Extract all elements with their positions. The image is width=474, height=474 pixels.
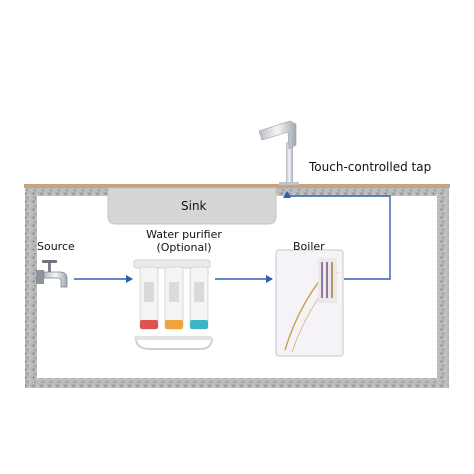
counter-top (24, 184, 450, 188)
label-purifier: Water purifier (Optional) (136, 228, 232, 254)
touch-tap-icon (258, 120, 299, 185)
label-purifier-line2: (Optional) (156, 241, 212, 254)
flow-arrow-boiler-to-tap (287, 195, 391, 280)
label-tap: Touch-controlled tap (309, 160, 432, 174)
label-purifier-line1: Water purifier (146, 228, 222, 241)
cabinet-interior (37, 196, 437, 378)
faucet-icon (36, 260, 68, 288)
boiler-icon (275, 249, 344, 357)
sink-basin (107, 187, 277, 225)
label-sink: Sink (181, 199, 207, 213)
label-boiler: Boiler (293, 240, 325, 253)
label-source: Source (37, 240, 75, 253)
water-filter-icon (133, 259, 213, 350)
